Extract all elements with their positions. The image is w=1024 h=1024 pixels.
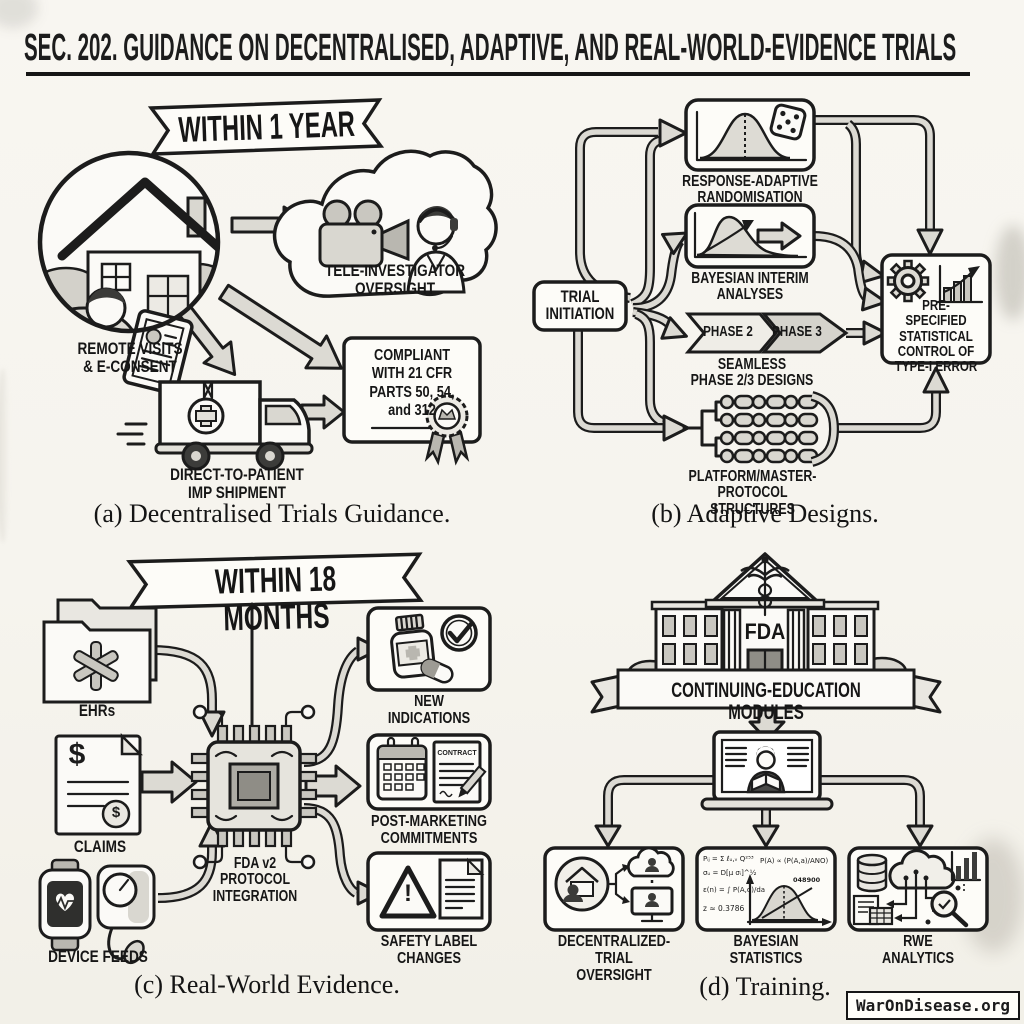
contract-doc-title: CONTRACT (437, 750, 477, 757)
safety-label-box (366, 851, 492, 932)
within-1-year-banner (147, 98, 385, 156)
smartwatch-icon (38, 858, 92, 952)
growth-chart-icon (936, 264, 984, 304)
gear-icon (886, 259, 930, 303)
remote-visits-label: REMOTE VISITS & E-CONSENT (77, 339, 183, 377)
compliance-box (342, 336, 482, 466)
caption-a: (a) Decentralised Trials Guidance. (93, 499, 451, 528)
panel-d-art (543, 552, 989, 932)
rwe-analytics-box (847, 846, 989, 932)
ehr-label: EHRs (78, 701, 116, 720)
banner-1-year-label: WITHIN 1 YEAR (177, 102, 356, 151)
title-underline (26, 72, 970, 76)
warning-bang: ! (404, 880, 412, 907)
phase-chevron-icon (684, 312, 849, 354)
fda-building-label: FDA (744, 619, 786, 644)
folder-ehr-icon (42, 598, 158, 704)
seamless-label: SEAMLESS PHASE 2/3 DESIGNS (690, 356, 814, 390)
platform-label: PLATFORM/MASTER-PROTOCOL STRUCTURES (688, 468, 817, 518)
dct-oversight-label: DECENTRALIZED-TRIAL OVERSIGHT (557, 933, 671, 984)
tele-oversight-label: TELE-INVESTIGATOR OVERSIGHT (324, 261, 466, 299)
contract-icon (432, 740, 487, 804)
delivery-truck-icon (116, 380, 314, 471)
headset-operator-icon (406, 206, 466, 294)
bayesian-stats-label: BAYESIAN STATISTICS (729, 933, 803, 967)
rwe-analytics-label: RWE ANALYTICS (881, 933, 955, 967)
prespecified-box (880, 253, 992, 365)
arrow-to-compliance (218, 283, 343, 370)
medical-cross-icon (187, 397, 225, 435)
arrow-claims-to-chip (140, 760, 198, 804)
bayesian-stats-box (695, 846, 837, 932)
watermark-badge: WarOnDisease.org (846, 991, 1020, 1020)
formula-right: P(A) ∝ (P(A,a)/ANO) (760, 857, 829, 865)
safety-doc-icon (438, 857, 485, 920)
claims-document-icon (54, 732, 144, 836)
award-ribbon-icon (424, 394, 470, 466)
panel-b-art (532, 98, 992, 467)
formula-1: Pᵢⱼ = Σ ℓᵤ,ᵥ Q²⁵³ (703, 855, 754, 863)
panel-c-art (38, 552, 492, 965)
bar-chart-icon (950, 850, 982, 892)
pencil-icon (458, 765, 487, 798)
claims-dollar-small: $ (111, 804, 121, 821)
formula-2: σᵤ = D[μ σᵢ]^½ (703, 869, 757, 877)
claims-label: CLAIMS (73, 837, 127, 856)
formula-3: ε(n) = ∫ P(A,d)/da (703, 886, 766, 894)
chip-icon (190, 704, 318, 870)
compliance-label: COMPLIANT WITH 21 CFR PARTS 50, 54, and … (369, 347, 455, 420)
post-marketing-label: POST-MARKETING COMMITMENTS (371, 813, 487, 847)
trial-initiation-label: TRIAL INITIATION (545, 288, 615, 324)
claims-dollar-large: $ (68, 738, 86, 771)
post-marketing-box (366, 733, 492, 811)
prespecified-label: PRE-SPECIFIED STATISTICAL CONTROL OF TYP… (894, 298, 978, 376)
phase3-label: PHASE 3 (772, 324, 822, 340)
response-adaptive-box (684, 98, 816, 172)
caption-d: (d) Training. (699, 972, 831, 1001)
laptop-learner-icon (700, 730, 834, 811)
new-indications-label: NEW INDICATIONS (387, 693, 471, 727)
trial-initiation-box (532, 280, 628, 332)
caduceus-icon (740, 556, 790, 617)
phase2-label: PHASE 2 (703, 324, 753, 340)
database-icon (856, 853, 888, 910)
caption-c: (c) Real-World Evidence. (134, 970, 400, 999)
continuing-education-banner (590, 668, 942, 714)
posterior-curve-icon (746, 874, 832, 926)
magnifier-icon (925, 885, 969, 928)
cloud-oversight-icon (272, 149, 498, 298)
caption-b: (b) Adaptive Designs. (651, 499, 879, 528)
dice-icon (769, 103, 807, 141)
safety-label: SAFETY LABEL CHANGES (380, 933, 478, 967)
bp-cuff-icon (96, 864, 156, 965)
doc-grid-icon (852, 894, 894, 926)
continuing-education-label: CONTINUING-EDUCATION MODULES (671, 679, 861, 725)
check-circle-icon (440, 614, 478, 652)
page-title: SEC. 202. GUIDANCE ON DECENTRALISED, ADA… (24, 27, 957, 69)
warning-triangle-icon (379, 865, 437, 919)
curve-tag: 048900 (793, 876, 821, 884)
formula-4: z ≈ 0.3786 (703, 904, 745, 913)
bayesian-label: BAYESIAN INTERIM ANALYSES (691, 270, 809, 304)
dct-oversight-box (543, 846, 685, 932)
within-18-months-banner (126, 552, 424, 610)
device-feeds-label: DEVICE FEEDS (48, 947, 148, 966)
banner-18-months-label: WITHIN 18 MONTHS (214, 559, 337, 639)
star-of-life-icon (73, 641, 119, 691)
paper-tear-left (0, 368, 10, 543)
calendar-icon (376, 736, 428, 801)
chip-label: FDA v2 PROTOCOL INTEGRATION (212, 855, 298, 905)
new-indications-box (366, 606, 492, 692)
platform-network-icon (682, 391, 839, 467)
bayesian-interim-box (684, 203, 816, 269)
paper-smudge-right-top (995, 225, 1024, 320)
truck-shipment-label: DIRECT-TO-PATIENT IMP SHIPMENT (170, 465, 304, 503)
rar-label: RESPONSE-ADAPTIVE RANDOMISATION (682, 173, 818, 207)
video-camera-icon (318, 199, 410, 268)
panel-a-art (37, 98, 498, 471)
capsule-icon (420, 658, 454, 684)
